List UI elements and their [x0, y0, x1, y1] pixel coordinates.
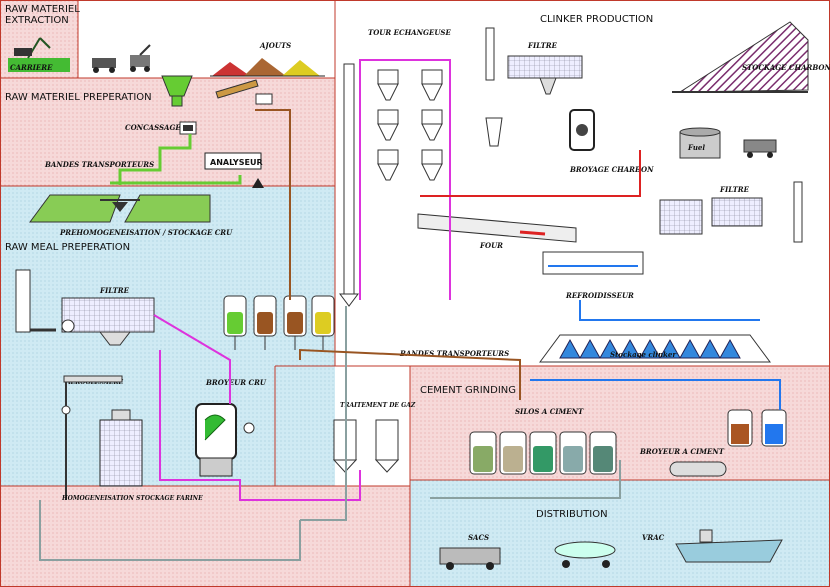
label-four: FOUR [479, 241, 503, 250]
clinker-pile [679, 338, 701, 359]
hopper-green [161, 75, 193, 107]
label-silos-ciment: SILOS A CIMENT [515, 407, 584, 416]
zone-bottom-left-bg [0, 486, 410, 587]
clinker-pile [639, 338, 661, 359]
label-stockage-charbon: STOCKAGE CHARBON [742, 63, 830, 72]
label-bandes-mid: BANDES TRANSPORTEURS [399, 349, 509, 358]
cyclone-5 [421, 109, 443, 141]
zone-label-raw-preparation: RAW MATERIEL PREPERATION [5, 92, 152, 103]
chimney-left [15, 269, 56, 333]
label-ajouts: AJOUTS [259, 41, 291, 50]
raw-silos [223, 295, 335, 350]
clinker-pile [699, 338, 721, 359]
label-broyeur-ciment: BROYEUR A CIMENT [639, 447, 725, 456]
zone-label-raw-meal: RAW MEAL PREPERATION [5, 242, 130, 253]
additives-piles: AJOUTS [210, 41, 325, 105]
label-broyage-charbon: BROYAGE CHARBON [569, 165, 654, 174]
label-concassage: CONCASSAGE [125, 123, 181, 132]
clinker-pile [579, 338, 601, 359]
crusher: CONCASSAGE [125, 121, 197, 135]
raw-silo-2 [253, 295, 277, 350]
label-filtre-right: FILTRE [719, 185, 750, 194]
analyser: ANALYSEUR [204, 152, 264, 188]
clinker-pile [599, 338, 621, 359]
cement-silos: SILOS A CIMENT [469, 407, 617, 475]
label-carriere: CARRIERE [10, 63, 53, 72]
homogenisation-silo: HOMOGENEISATION STOCKAGE FARINE [61, 409, 203, 502]
preheater-tower: TOUR ECHANGEUSE [339, 28, 451, 307]
fuel-tank: Fuel [679, 127, 777, 159]
raw-silo-1 [223, 295, 247, 350]
raw-mill: BROYEUR CRU [195, 378, 267, 477]
label-broyeur-cru: BROYEUR CRU [205, 378, 267, 387]
zone-label-clinker: CLINKER PRODUCTION [540, 14, 653, 25]
raw-silo-4 [311, 295, 335, 350]
cement-silo-2 [499, 431, 527, 475]
zone-raw-preparation-bg [0, 78, 335, 186]
zone-quarry-top-bg [78, 0, 335, 78]
label-stockage-clinker: Stockage clinker [610, 350, 677, 359]
label-filtre-top: FILTRE [527, 41, 558, 50]
cement-silo-1 [469, 431, 497, 475]
label-bandes-top: BANDES TRANSPORTEURS [44, 160, 154, 169]
cyclone-4 [421, 69, 443, 101]
kiln: FOUR [417, 213, 577, 250]
clinker-storage: Stockage clinker [539, 334, 771, 363]
clinker-pile [719, 338, 741, 359]
elevator-left: AEROGLISSIERE [61, 375, 123, 500]
label-filtre-left: FILTRE [99, 286, 130, 295]
raw-silo-3 [283, 295, 307, 350]
filter-right: FILTRE [659, 181, 803, 243]
clinker-pile [619, 338, 641, 359]
conveyor-belts-top: BANDES TRANSPORTEURS [44, 134, 242, 185]
zone-label-cement-grinding: CEMENT GRINDING [420, 385, 516, 396]
label-fuel: Fuel [687, 143, 705, 152]
zone-raw-meal-bg [0, 186, 335, 486]
label-sacs: SACS [468, 533, 489, 542]
cement-mill: BROYEUR A CIMENT [639, 409, 787, 477]
label-traitement-gaz: TRAITEMENT DE GAZ [340, 402, 416, 409]
cement-silo-4 [559, 431, 587, 475]
cyclone-3 [377, 149, 399, 181]
label-vrac: VRAC [642, 533, 665, 542]
blending-stockpile: PREHOMOGENEISATION / STOCKAGE CRU [29, 194, 233, 237]
excavators [92, 44, 151, 73]
coal-mill: BROYAGE CHARBON [485, 109, 654, 174]
label-homogeneisation: HOMOGENEISATION STOCKAGE FARINE [61, 495, 203, 502]
label-refroidisseur: REFROIDISSEUR [565, 291, 634, 300]
distribution-vehicles: SACS VRAC [439, 529, 783, 570]
coal-storage: STOCKAGE CHARBON [672, 21, 830, 93]
cement-silo-5 [589, 431, 617, 475]
cement-silo-3 [529, 431, 557, 475]
pipes [39, 59, 781, 561]
cyclone-1 [377, 69, 399, 101]
clinker-pile [659, 338, 681, 359]
label-prehomog: PREHOMOGENEISATION / STOCKAGE CRU [59, 228, 233, 237]
zone-label-distribution: DISTRIBUTION [536, 509, 608, 520]
quarry: CARRIERE [8, 37, 70, 72]
filter-top: FILTRE [485, 27, 583, 95]
clinker-pile [559, 338, 581, 359]
label-analyseur: ANALYSEUR [210, 158, 263, 167]
label-tour: TOUR ECHANGEUSE [368, 28, 451, 37]
clinker-cooler: REFROIDISSEUR [542, 251, 644, 300]
cyclone-2 [377, 109, 399, 141]
cyclone-6 [421, 149, 443, 181]
